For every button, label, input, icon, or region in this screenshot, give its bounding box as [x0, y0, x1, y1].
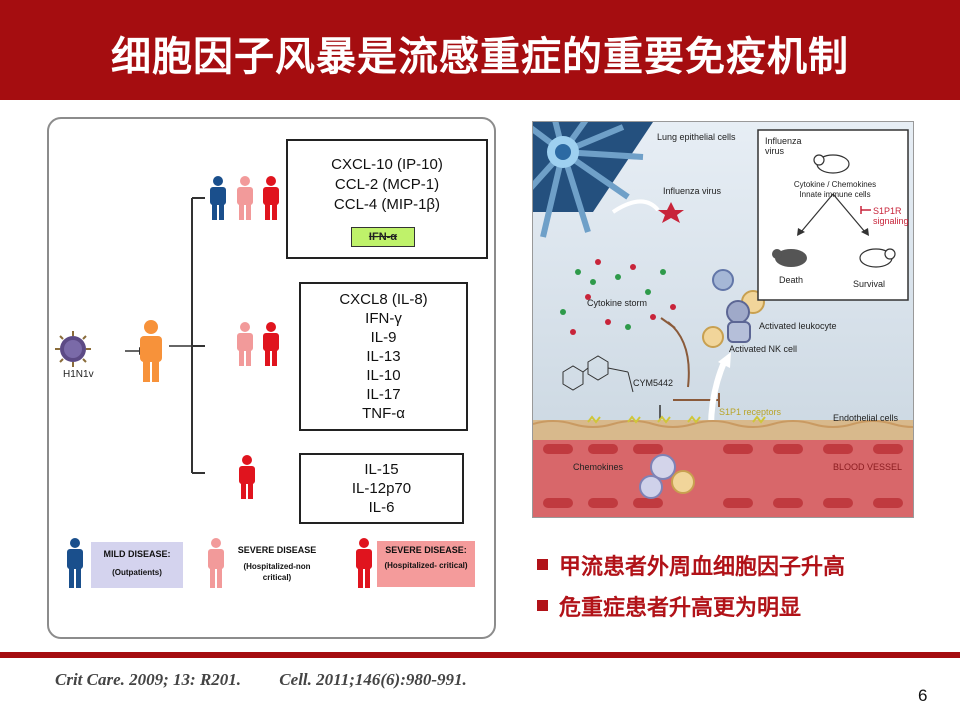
inset-survival: Survival — [853, 279, 886, 289]
legend-critical: SEVERE DISEASE: (Hospitalized- critical) — [377, 541, 475, 587]
virus-icon — [55, 331, 91, 367]
slide-title: 细胞因子风暴是流感重症的重要免疫机制 — [111, 34, 849, 80]
references: Crit Care. 2009; 13: R201. Cell. 2011;14… — [55, 670, 467, 689]
label-endothelial: Endothelial cells — [833, 413, 899, 423]
cytokine-text: IL-15 — [364, 461, 399, 478]
cytokine-text: CCL-2 (MCP-1) — [334, 176, 440, 193]
cytokine-text: CXCL-10 (IP-10) — [331, 156, 443, 173]
bullet-text: 甲流患者外周血细胞因子升高 — [559, 555, 846, 580]
label-influenza-virus: Influenza virus — [663, 186, 722, 196]
cytokine-text: IL-12p70 — [351, 480, 412, 497]
cytokine-figure-panel: H1N1v CXCL-10 (IP-10) CCL-2 (MCP-1) CCL-… — [47, 117, 496, 639]
cytokine-text: IL-6 — [368, 499, 395, 516]
legend-icon-critical — [356, 538, 372, 588]
label-cytokine-storm: Cytokine storm — [587, 298, 648, 308]
label-blood-vessel: BLOOD VESSEL — [833, 462, 903, 472]
cytokine-text: IL-13 — [366, 348, 401, 365]
cytokine-text: IL-9 — [370, 329, 397, 346]
legend-icon-severe — [208, 538, 224, 588]
bullet-item: 危重症患者升高更为明显 — [537, 590, 801, 622]
cytokine-text: TNF-α — [362, 405, 405, 422]
legend-mild-subtitle: (Outpatients) — [112, 568, 162, 577]
legend-severe-subtitle: (Hospitalized-non critical) — [243, 562, 311, 582]
label-cym5442: CYM5442 — [633, 378, 674, 388]
cytokine-box-mild-severe-critical: CXCL-10 (IP-10) CCL-2 (MCP-1) CCL-4 (MIP… — [286, 139, 488, 259]
page-number: 6 — [918, 686, 928, 705]
legend-severe: SEVERE DISEASE (Hospitalized-non critica… — [230, 541, 324, 589]
patient-icon-orange — [140, 320, 162, 382]
bullet-item: 甲流患者外周血细胞因子升高 — [537, 549, 845, 581]
cytokine-text: IFN-γ — [365, 310, 402, 327]
legend-critical-title: SEVERE DISEASE: — [385, 545, 467, 555]
label-s1p1-receptors: S1P1 receptors — [719, 407, 782, 417]
virus-label: H1N1v — [63, 369, 94, 380]
bullet-square-icon — [537, 600, 548, 611]
illustration-drawing — [533, 122, 913, 517]
cytokine-text: CCL-4 (MIP-1β) — [333, 196, 441, 213]
title-bar — [0, 0, 960, 100]
legend-mild-title: MILD DISEASE: — [103, 549, 171, 559]
label-activated-nk: Activated NK cell — [729, 344, 798, 354]
ifn-alpha-highlight: IFN-α — [351, 227, 415, 247]
inset-death: Death — [779, 275, 804, 285]
cytokine-text: IL-10 — [366, 367, 401, 384]
cytokine-text: IL-17 — [366, 386, 401, 403]
inset-s1p1r: S1P1R signaling — [873, 206, 909, 226]
inset-cytokine-line2: Innate immune cells — [799, 190, 871, 199]
footer-bar — [0, 652, 960, 658]
cytokine-box-critical: IL-15 IL-12p70 IL-6 — [299, 453, 464, 524]
inset-cytokine-line1: Cytokine / Chemokines — [793, 180, 877, 189]
bullet-text: 危重症患者升高更为明显 — [559, 596, 802, 621]
label-lung-epithelial: Lung epithelial cells — [657, 132, 736, 142]
legend-severe-title: SEVERE DISEASE — [237, 545, 317, 555]
patient-icons-severe-critical — [237, 322, 279, 366]
legend-mild: MILD DISEASE: (Outpatients) — [91, 542, 183, 588]
patient-icon-critical — [239, 455, 255, 499]
legend-icon-mild — [67, 538, 83, 588]
cytokine-box-severe-critical: CXCL8 (IL-8) IFN-γ IL-9 IL-13 IL-10 IL-1… — [299, 282, 468, 431]
label-activated-leukocyte: Activated leukocyte — [759, 321, 837, 331]
cytokine-text: CXCL8 (IL-8) — [339, 291, 428, 308]
patient-icons-mild-severe-critical — [210, 176, 279, 220]
cytokine-storm-illustration: Lung epithelial cells Influenza virus Cy… — [532, 121, 914, 518]
bullet-square-icon — [537, 559, 548, 570]
legend-critical-subtitle: (Hospitalized- critical) — [384, 561, 468, 570]
inset-influenza-virus: Influenza virus — [765, 136, 802, 156]
label-chemokines: Chemokines — [573, 462, 624, 472]
